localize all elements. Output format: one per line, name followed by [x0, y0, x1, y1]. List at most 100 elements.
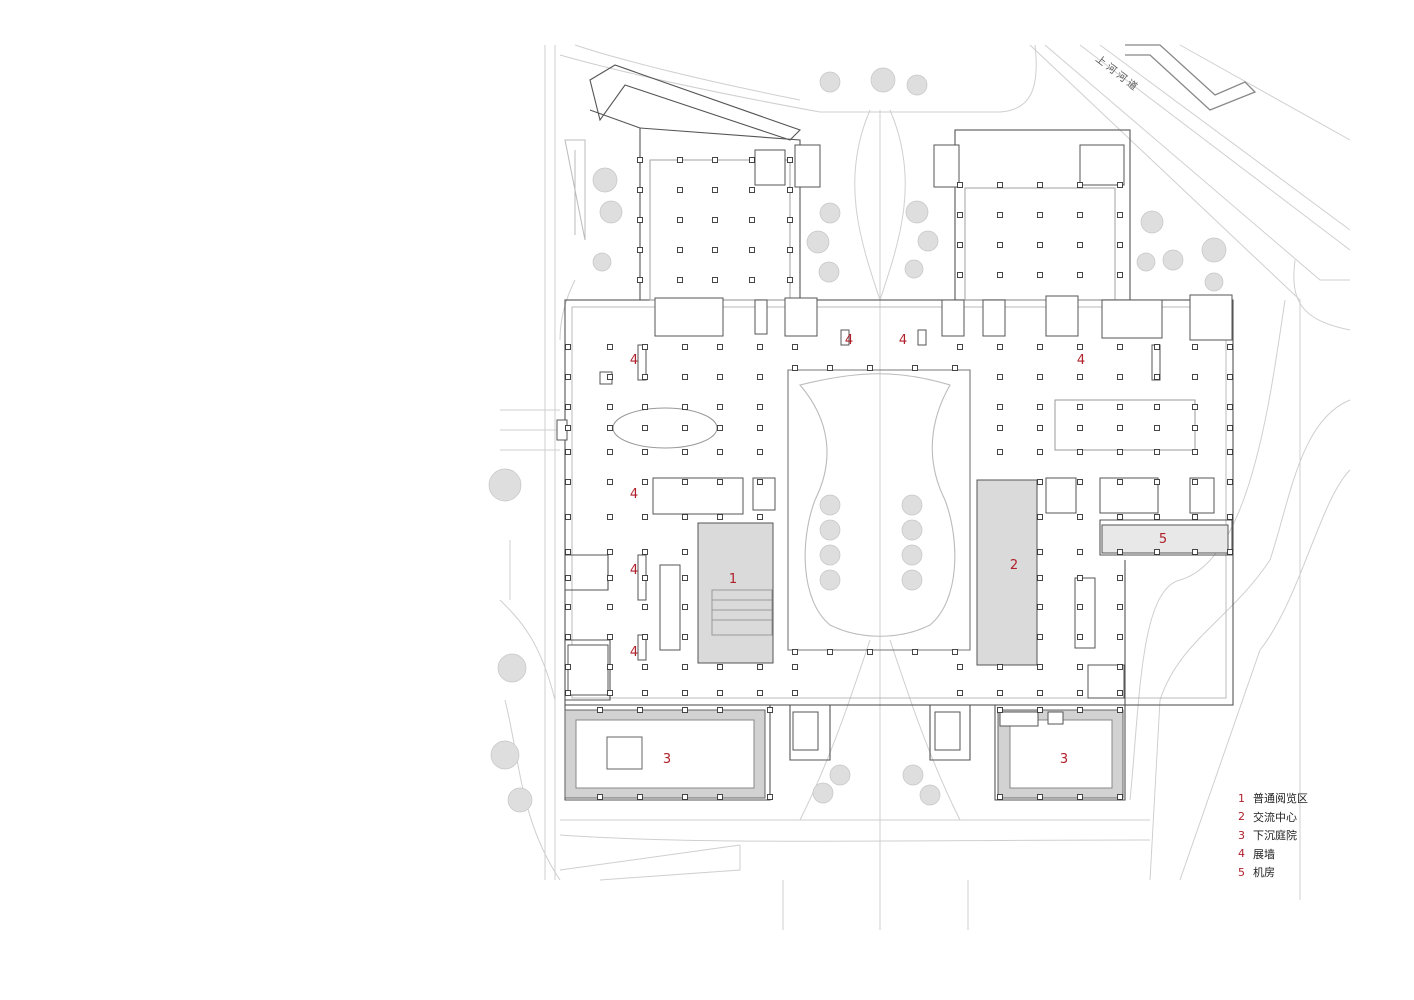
- column-grid: [565, 157, 1233, 800]
- column: [1117, 374, 1123, 380]
- column: [1037, 374, 1043, 380]
- legend-number: 5: [1238, 865, 1245, 879]
- column: [682, 707, 688, 713]
- column: [1037, 479, 1043, 485]
- column: [997, 404, 1003, 410]
- column: [997, 344, 1003, 350]
- column: [642, 344, 648, 350]
- column: [1227, 374, 1233, 380]
- column: [712, 217, 718, 223]
- column: [997, 242, 1003, 248]
- column: [1077, 272, 1083, 278]
- column: [1037, 404, 1043, 410]
- column: [717, 344, 723, 350]
- legend-item: 4 展墙: [1238, 845, 1398, 864]
- column: [607, 479, 613, 485]
- column: [1037, 449, 1043, 455]
- column: [957, 272, 963, 278]
- column: [1192, 514, 1198, 520]
- column: [1077, 707, 1083, 713]
- legend-item: 3 下沉庭院: [1238, 826, 1398, 845]
- column: [757, 374, 763, 380]
- column: [827, 365, 833, 371]
- column: [597, 794, 603, 800]
- column: [1077, 479, 1083, 485]
- column: [637, 217, 643, 223]
- column: [682, 794, 688, 800]
- column: [757, 449, 763, 455]
- column: [1077, 344, 1083, 350]
- column: [757, 479, 763, 485]
- column: [682, 344, 688, 350]
- column: [952, 365, 958, 371]
- column: [565, 634, 571, 640]
- column: [1117, 690, 1123, 696]
- column: [952, 649, 958, 655]
- column: [1077, 549, 1083, 555]
- column: [1077, 212, 1083, 218]
- column: [607, 425, 613, 431]
- column: [677, 277, 683, 283]
- column: [1154, 514, 1160, 520]
- column: [682, 575, 688, 581]
- column: [1037, 182, 1043, 188]
- column: [717, 514, 723, 520]
- column: [957, 212, 963, 218]
- room-number-4-c: 4: [899, 333, 907, 348]
- column: [677, 157, 683, 163]
- column: [1077, 449, 1083, 455]
- legend-label: 交流中心: [1253, 810, 1297, 824]
- column: [1117, 634, 1123, 640]
- column: [957, 182, 963, 188]
- column: [1077, 794, 1083, 800]
- gray-rooms: [697, 479, 1229, 666]
- column: [717, 374, 723, 380]
- column: [642, 374, 648, 380]
- column: [1117, 404, 1123, 410]
- column: [637, 794, 643, 800]
- column: [677, 247, 683, 253]
- column: [637, 707, 643, 713]
- room-number-1: 1: [729, 572, 737, 587]
- room-number-4-f: 4: [630, 563, 638, 578]
- column: [792, 690, 798, 696]
- column: [1227, 425, 1233, 431]
- column: [1117, 212, 1123, 218]
- column: [997, 707, 1003, 713]
- column: [1227, 549, 1233, 555]
- column: [1154, 404, 1160, 410]
- column: [607, 344, 613, 350]
- column: [565, 664, 571, 670]
- column: [957, 690, 963, 696]
- column: [717, 479, 723, 485]
- column: [642, 604, 648, 610]
- column: [1037, 514, 1043, 520]
- column: [607, 514, 613, 520]
- column: [1154, 344, 1160, 350]
- column: [712, 247, 718, 253]
- column: [749, 157, 755, 163]
- column: [565, 549, 571, 555]
- column: [1192, 449, 1198, 455]
- legend: 1 普通阅览区 2 交流中心 3 下沉庭院 4 展墙 5 机房: [1238, 789, 1398, 882]
- column: [997, 182, 1003, 188]
- column: [749, 277, 755, 283]
- column: [1117, 549, 1123, 555]
- column: [1037, 634, 1043, 640]
- column: [757, 664, 763, 670]
- column: [1117, 182, 1123, 188]
- sunken-courtyards: [564, 709, 1124, 799]
- column: [1037, 794, 1043, 800]
- column: [757, 690, 763, 696]
- column: [607, 549, 613, 555]
- legend-number: 2: [1238, 810, 1245, 824]
- column: [997, 794, 1003, 800]
- column: [1192, 425, 1198, 431]
- room-number-5: 5: [1159, 532, 1167, 547]
- column: [997, 425, 1003, 431]
- column: [565, 604, 571, 610]
- column: [1192, 549, 1198, 555]
- column: [642, 479, 648, 485]
- legend-label: 下沉庭院: [1253, 829, 1297, 843]
- column: [792, 365, 798, 371]
